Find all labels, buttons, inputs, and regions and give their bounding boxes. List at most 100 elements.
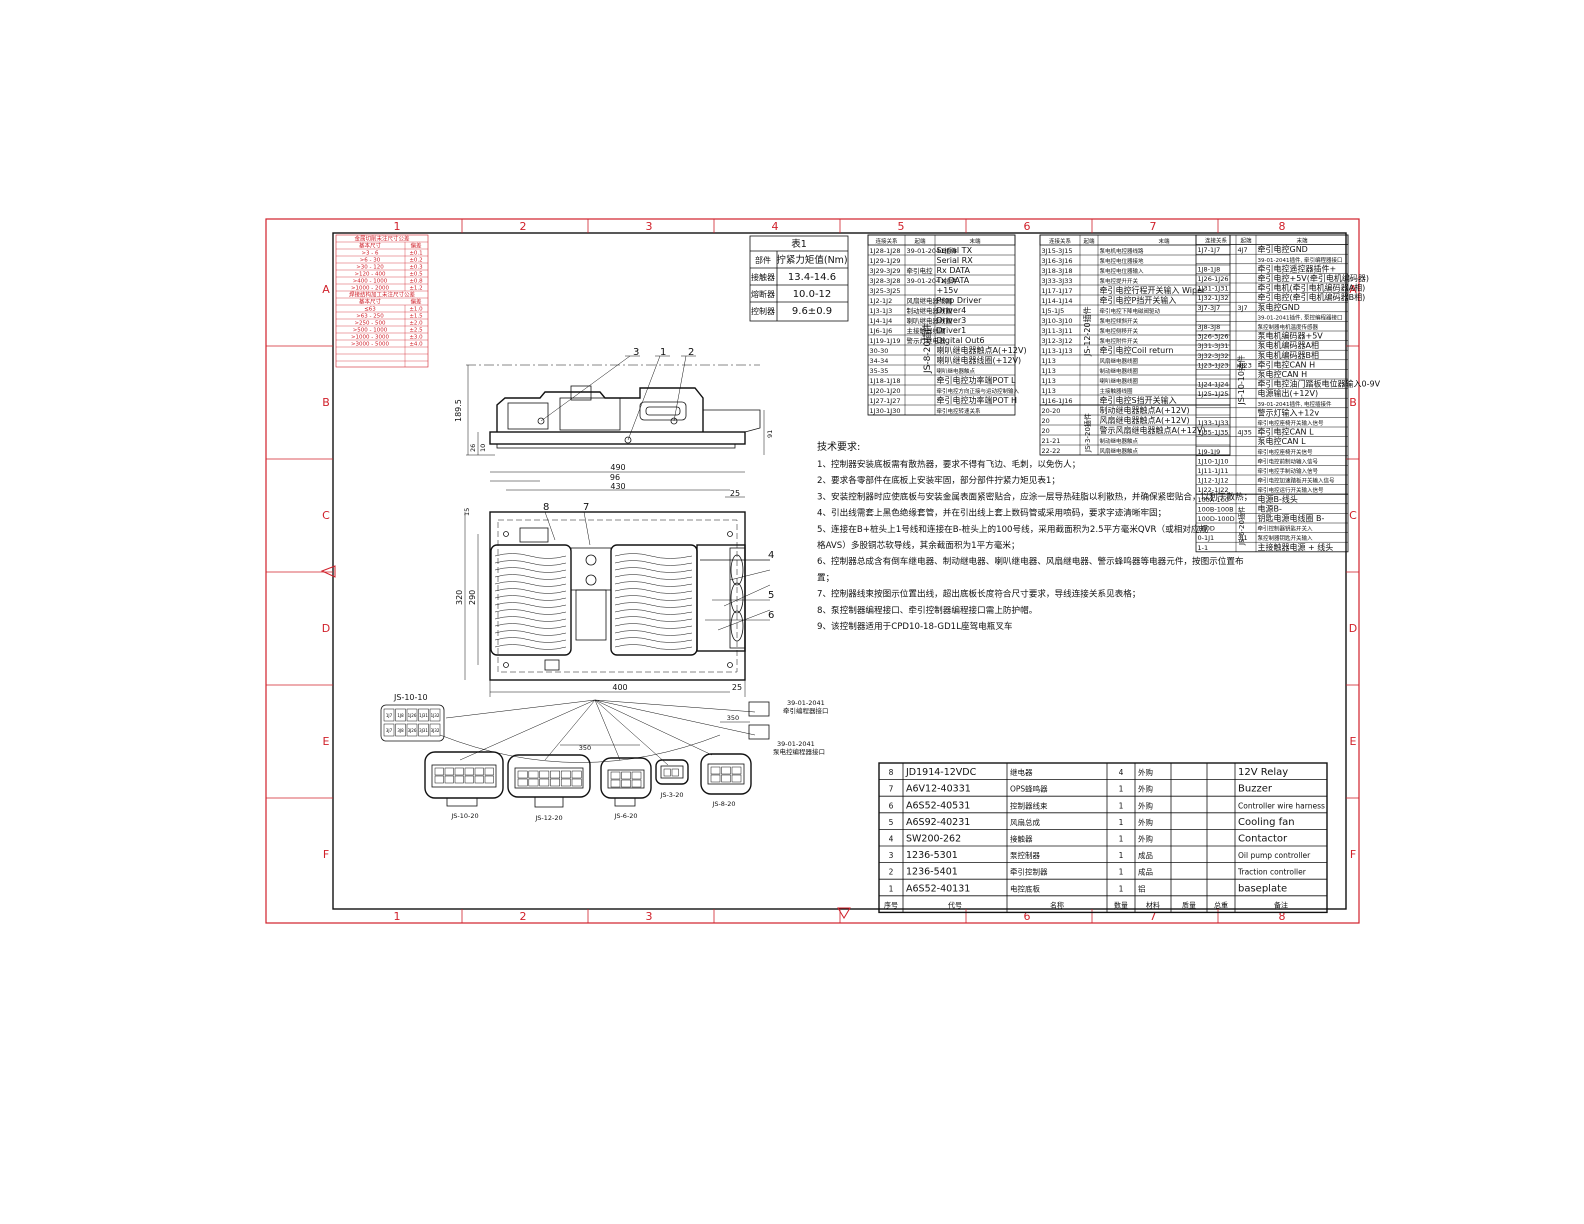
bom-cell: 1 bbox=[1119, 868, 1124, 877]
connector-pin bbox=[731, 774, 742, 783]
wiring-table-cell: 4J23 bbox=[1238, 361, 1252, 369]
heatsink-fin bbox=[614, 560, 693, 566]
bom-cell: 1 bbox=[889, 884, 894, 893]
bom-header: 代号 bbox=[948, 900, 962, 909]
wiring-table-cell: 牵引电控(牵引电机编码器B相) bbox=[1258, 292, 1366, 302]
wiring-table-cell: 泵控制器电机温度传感器 bbox=[1258, 323, 1319, 331]
dim-400: 400 bbox=[612, 683, 627, 692]
dim-290: 290 bbox=[468, 590, 477, 605]
connector-pin bbox=[395, 723, 406, 737]
wiring-table-cell: 1J19-1J19 bbox=[870, 337, 901, 345]
wiring-table-cell: 电源B-线头 bbox=[1258, 494, 1298, 504]
dim-side-height: 189.5 bbox=[454, 399, 463, 422]
wiring-table-cell: 制动继电器触点 bbox=[1100, 437, 1139, 445]
wiring-table-cell: 牵引电控功率端POT L bbox=[937, 375, 1017, 385]
wiring-table-cell: 喇叭继电器线圈 bbox=[1100, 377, 1139, 385]
wiring-table-cell: 3J7 bbox=[1238, 304, 1248, 312]
heatsink-fin bbox=[614, 637, 693, 643]
wiring-table-cell: 30-30 bbox=[870, 347, 889, 355]
dim-side-right: 91 bbox=[766, 430, 774, 438]
wiring-table-cell: 3J15-3J15 bbox=[1042, 247, 1073, 255]
wiring-table-cell: 喇叭继电器线圈(+12V) bbox=[937, 355, 1022, 365]
heatsink-fin bbox=[494, 595, 567, 601]
wiring-table-cell: 主接触器线圈 bbox=[1100, 387, 1134, 395]
torque-part: 控制器 bbox=[751, 306, 775, 316]
tolerance-head-2b: 偏差 bbox=[410, 298, 422, 306]
tolerance-deviation: ±0.3 bbox=[409, 265, 423, 271]
torque-part: 熔断器 bbox=[751, 289, 775, 299]
connector-pin bbox=[671, 768, 679, 777]
wiring-table-cell: 警示灯继电器 bbox=[907, 336, 947, 345]
bom-cell: 外购 bbox=[1138, 767, 1153, 777]
bom-cell: JD1914-12VDC bbox=[905, 767, 977, 778]
connector-pin bbox=[517, 778, 528, 787]
bom-cell: 继电器 bbox=[1010, 767, 1033, 777]
tech-requirement-item: 7、控制器线束按图示位置出线，超出底板长度符合尺寸要求，导线连接关系见表格； bbox=[817, 588, 1140, 600]
wiring-table-cell: 100D bbox=[1198, 525, 1215, 533]
connector-pin bbox=[484, 775, 494, 784]
wiring-table-cell: Driver1 bbox=[937, 326, 967, 335]
wiring-table-cell: 22-22 bbox=[1042, 447, 1061, 455]
wiring-table-cell: 牵引电机(牵引电机编码器A相) bbox=[1258, 283, 1366, 293]
tolerance-deviation: ±2.5 bbox=[409, 328, 423, 334]
wiring-table-cell: 3J29-3J29 bbox=[870, 267, 901, 275]
callout-2: 2 bbox=[688, 347, 694, 358]
heatsink-fin bbox=[614, 623, 693, 629]
tolerance-deviation: ±0.1 bbox=[409, 251, 422, 257]
wiring-table-cell: 泵电机编码器A相 bbox=[1258, 340, 1319, 350]
wiring-table-cell: Prop Driver bbox=[937, 296, 983, 305]
bom-cell: Cooling fan bbox=[1238, 817, 1295, 828]
technical-requirements: 技术要求: 1、控制器安装底板需有散热器，要求不得有飞边、毛刺，以免伤人；2、要… bbox=[817, 440, 1252, 632]
wiring-table-cell: 3J8-3J8 bbox=[1198, 323, 1221, 331]
heatsink-fin bbox=[494, 588, 567, 594]
wiring-table-cell: 1J13 bbox=[1042, 377, 1056, 385]
torque-head-value: 拧紧力矩值(Nm) bbox=[776, 254, 847, 266]
port-note-3: 39-01-2041 bbox=[777, 740, 815, 748]
wiring-table-cell: Tx DATA bbox=[936, 276, 970, 285]
dim-25-bottom: 25 bbox=[732, 683, 742, 692]
col-label-bottom-7: 7 bbox=[1150, 910, 1157, 923]
connector-pin bbox=[406, 708, 418, 722]
col-label-bottom-1: 1 bbox=[394, 910, 401, 923]
connector-pin bbox=[434, 767, 444, 776]
bom-header: 质量 bbox=[1182, 900, 1196, 909]
port-note-4: 泵电控编程器接口 bbox=[773, 747, 825, 756]
wiring-table-cell: 39-01-2041插件 bbox=[907, 276, 958, 285]
wiring-table-header: 起端 bbox=[1083, 237, 1095, 245]
bom-cell: 1 bbox=[1119, 835, 1124, 844]
col-label-top-1: 1 bbox=[394, 220, 401, 233]
wiring-table-cell: 1J24-1J24 bbox=[1198, 381, 1229, 389]
connector-pin bbox=[444, 767, 454, 776]
bom-cell: 4 bbox=[1119, 768, 1124, 777]
row-label-left-e: E bbox=[323, 735, 330, 748]
wiring-table-cell: 1J25-1J25 bbox=[1198, 390, 1229, 398]
tech-requirement-item: 3、安装控制器时应使底板与安装金属表面紧密贴合，应涂一层导热硅脂以利散热，并确保… bbox=[817, 490, 1252, 502]
tolerance-size: >3 - 6 bbox=[361, 251, 379, 257]
wiring-table-cell: 牵引电控方向正接与运动控制输入 bbox=[937, 387, 1020, 395]
dim-96: 96 bbox=[610, 473, 620, 482]
wiring-table-cell: 1J20-1J20 bbox=[870, 387, 901, 395]
heatsink-fin bbox=[494, 623, 567, 629]
connector-pin bbox=[517, 770, 528, 779]
tolerance-deviation: ±2.0 bbox=[409, 321, 423, 327]
connector-pin bbox=[418, 723, 429, 737]
connector-label-js-8-20: JS-8-20 bbox=[711, 800, 735, 808]
dim-side-small2: 10 bbox=[479, 444, 487, 452]
wiring-table-cell: 1J27-1J27 bbox=[870, 397, 901, 405]
wiring-table-cell: 1J11-1J11 bbox=[1198, 467, 1229, 475]
controller-top-view: 490 96 430 25 15 320 290 400 25 bbox=[455, 463, 746, 697]
wiring-table-cell: 1J35-1J35 bbox=[1198, 429, 1229, 437]
col-label-top-5: 5 bbox=[898, 220, 905, 233]
wiring-table-cell: 3J1 bbox=[1238, 534, 1248, 542]
bom-cell: Contactor bbox=[1238, 834, 1288, 845]
js-10-10-label: JS-10-10插件 bbox=[1236, 355, 1246, 406]
wiring-table-cell: 泵电机编码器+5V bbox=[1258, 331, 1324, 341]
wiring-table-cell: 4J7 bbox=[1238, 246, 1248, 254]
tolerance-head-2a: 基本尺寸 bbox=[359, 298, 382, 306]
wiring-table-cell: +15v bbox=[937, 286, 959, 295]
wiring-table-cell: 电源B- bbox=[1258, 503, 1282, 513]
heatsink-fin bbox=[614, 609, 693, 615]
callout-7: 7 bbox=[583, 502, 589, 513]
